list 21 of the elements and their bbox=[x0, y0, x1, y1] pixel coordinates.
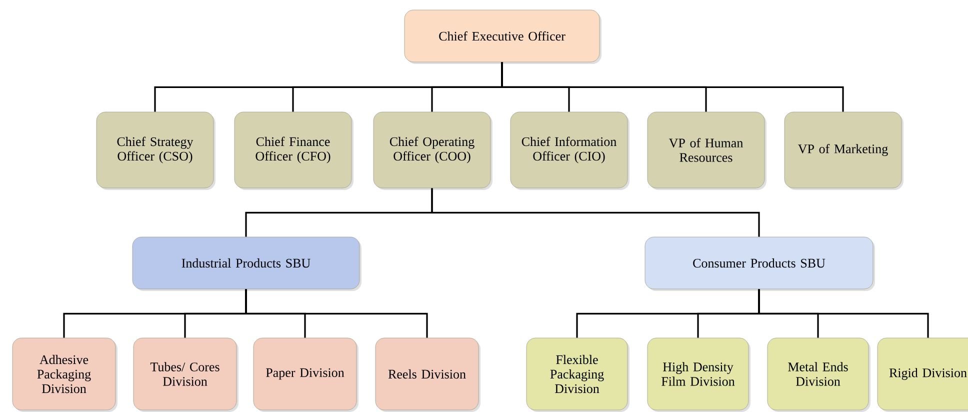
officer-box: VP of Marketing bbox=[784, 112, 904, 190]
connector-line bbox=[758, 289, 929, 338]
connector-line bbox=[431, 188, 760, 237]
division-box: Metal Ends Division bbox=[767, 338, 871, 412]
connector-line bbox=[245, 289, 428, 338]
division-box: Flexible Packaging Division bbox=[526, 338, 630, 412]
officer-box: VP of Human Resources bbox=[647, 112, 766, 190]
connector-line bbox=[501, 62, 844, 112]
executive-box: Chief Executive Officer bbox=[404, 10, 602, 64]
division-box: Paper Division bbox=[253, 338, 358, 412]
officer-box: Chief Finance Officer (CFO) bbox=[234, 112, 354, 190]
officer-box: Chief Information Officer (CIO) bbox=[510, 112, 630, 190]
business-unit-box: Industrial Products SBU bbox=[132, 236, 362, 291]
division-box: High Density Film Division bbox=[647, 338, 751, 412]
division-box: Tubes/ Cores Division bbox=[133, 338, 238, 412]
business-unit-box: Consumer Products SBU bbox=[644, 236, 876, 291]
officer-box: Chief Strategy Officer (CSO) bbox=[96, 112, 216, 190]
officer-box: Chief Operating Officer (COO) bbox=[373, 112, 492, 190]
division-box: Reels Division bbox=[375, 338, 480, 412]
division-box: Rigid Division bbox=[877, 338, 968, 412]
division-box: Adhesive Packaging Division bbox=[12, 338, 118, 412]
